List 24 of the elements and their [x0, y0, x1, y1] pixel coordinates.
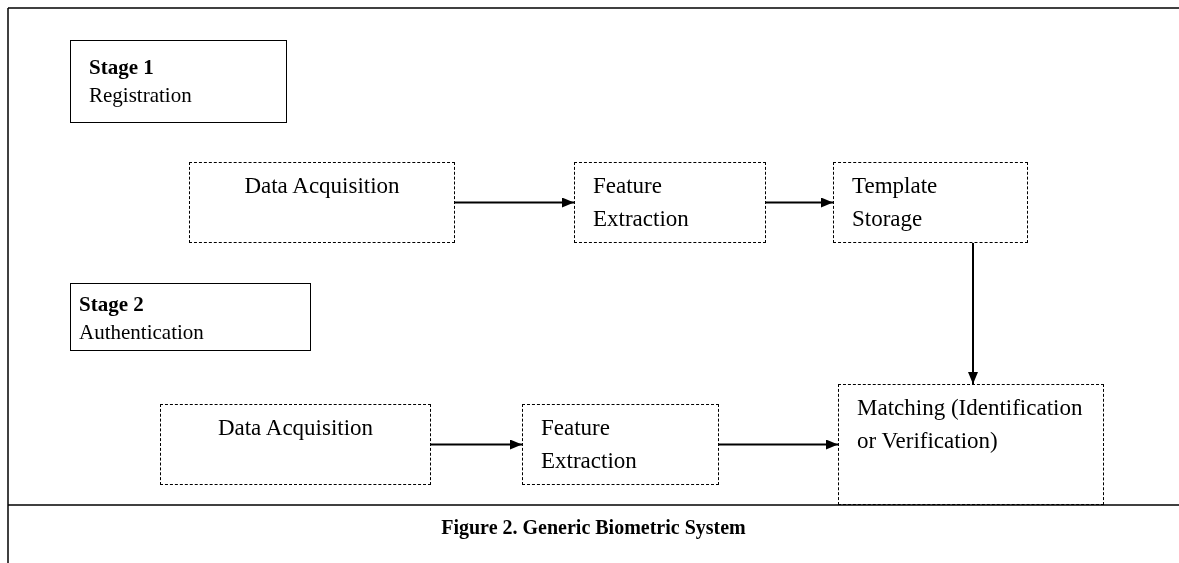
process-box: [838, 384, 1104, 505]
box-label: Matching (Identification or Verification): [857, 394, 1084, 456]
box-label: Feature Extraction: [541, 414, 638, 476]
arrow: [430, 439, 523, 450]
box-label: Template Storage: [852, 172, 939, 234]
stage-box: [70, 283, 311, 351]
box-label: Registration: [89, 82, 192, 110]
arrow: [718, 439, 839, 450]
arrow: [765, 197, 834, 208]
arrow: [454, 197, 575, 208]
process-box: [160, 404, 431, 485]
box-label: Authentication: [79, 319, 204, 347]
process-box: [189, 162, 455, 243]
process-box: [522, 404, 719, 485]
box-label: Data Acquisition: [217, 414, 374, 442]
box-label: Data Acquisition: [244, 172, 400, 200]
box-label: Feature Extraction: [593, 172, 690, 234]
stage-heading: Stage 1: [89, 54, 154, 81]
stage-heading: Stage 2: [79, 291, 144, 318]
process-box: [574, 162, 766, 243]
process-box: [833, 162, 1028, 243]
figure-caption: Figure 2. Generic Biometric System: [441, 516, 746, 539]
arrow: [968, 242, 978, 385]
stage-box: [70, 40, 287, 123]
